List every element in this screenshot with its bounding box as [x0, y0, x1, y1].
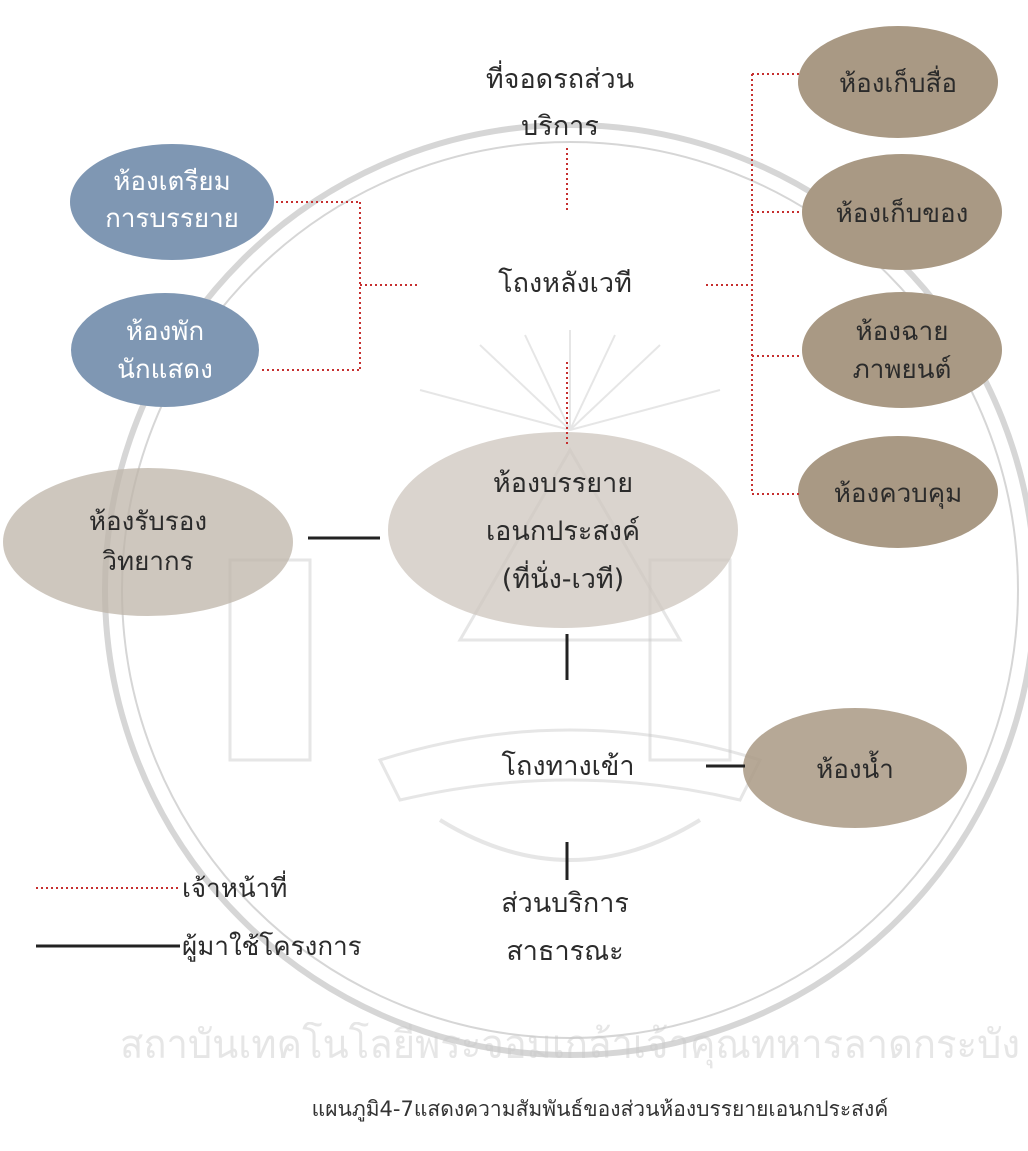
projection-room-label-1: ห้องฉาย — [856, 317, 949, 347]
storage-node: ห้องเก็บของ — [802, 154, 1002, 270]
media-storage-label: ห้องเก็บสื่อ — [839, 65, 957, 99]
performer-room-label-2: นักแสดง — [117, 355, 213, 385]
performer-room-node: ห้องพัก นักแสดง — [71, 293, 259, 407]
parking-label-1: ที่จอดรถส่วน — [486, 60, 634, 95]
restroom-node: ห้องน้ำ — [743, 708, 967, 828]
control-room-label: ห้องควบคุม — [834, 479, 962, 509]
legend-user-label: ผู้มาใช้โครงการ — [182, 931, 362, 962]
prep-room-label-2: การบรรยาย — [105, 204, 239, 234]
prep-room-node: ห้องเตรียม การบรรยาย — [70, 144, 274, 260]
speaker-lounge-label-2: วิทยากร — [102, 547, 194, 577]
user-connectors — [308, 536, 745, 880]
legend: เจ้าหน้าที่ ผู้มาใช้โครงการ — [36, 870, 362, 962]
parking-label-2: บริการ — [521, 111, 599, 142]
entrance-hall-label: โถงทางเข้า — [501, 751, 634, 782]
main-hall-label-2: เอนกประสงค์ — [486, 515, 640, 547]
restroom-label: ห้องน้ำ — [816, 750, 894, 785]
public-service-label-1: ส่วนบริการ — [501, 888, 629, 919]
legend-staff-label: เจ้าหน้าที่ — [182, 870, 287, 904]
main-hall-node: ห้องบรรยาย เอนกประสงค์ (ที่นั่ง-เวที) — [388, 432, 738, 628]
projection-room-label-2: ภาพยนต์ — [853, 355, 952, 385]
public-service-label-2: สาธารณะ — [506, 936, 623, 967]
staff-connectors — [262, 73, 800, 495]
prep-room-label-1: ห้องเตรียม — [113, 167, 231, 197]
main-hall-label-3: (ที่นั่ง-เวที) — [502, 560, 624, 595]
main-hall-label-1: ห้องบรรยาย — [493, 468, 633, 499]
control-room-node: ห้องควบคุม — [798, 436, 998, 548]
projection-room-node: ห้องฉาย ภาพยนต์ — [802, 292, 1002, 408]
storage-label: ห้องเก็บของ — [836, 197, 969, 229]
watermark-text: สถาบันเทคโนโลยีพระจอมเกล้าเจ้าคุณทหารลาด… — [120, 1022, 1020, 1069]
figure-caption: แผนภูมิ4-7แสดงความสัมพันธ์ของส่วนห้องบรร… — [312, 1097, 889, 1122]
speaker-lounge-label-1: ห้องรับรอง — [89, 507, 207, 537]
media-storage-node: ห้องเก็บสื่อ — [798, 26, 998, 138]
speaker-lounge-node: ห้องรับรอง วิทยากร — [3, 468, 293, 616]
performer-room-label-1: ห้องพัก — [126, 317, 204, 347]
backstage-label: โถงหลังเวที — [498, 268, 632, 299]
